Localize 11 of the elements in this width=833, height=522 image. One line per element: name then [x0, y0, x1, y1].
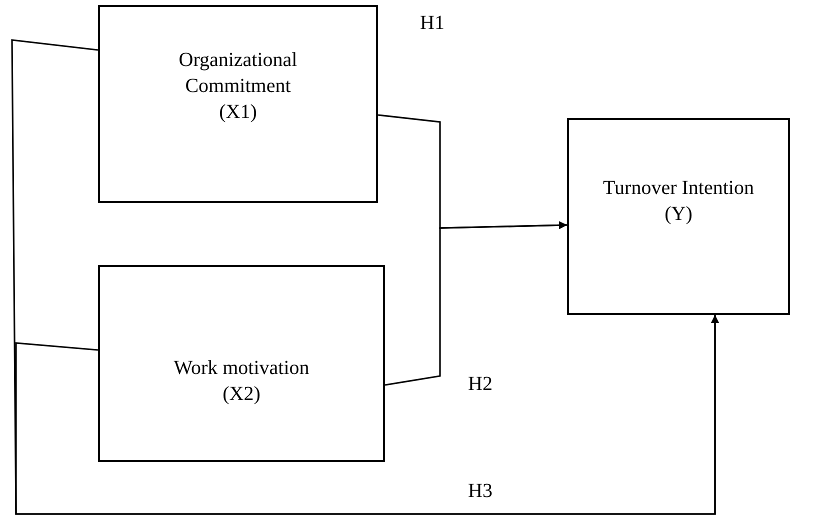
variable-box: [98, 5, 378, 203]
variable-name: Turnover Intention: [603, 176, 754, 201]
variable-name: Organizational Commitment: [178, 48, 298, 99]
variable-box: [567, 118, 790, 315]
variable-name: Work motivation: [174, 356, 310, 381]
variable-code: (X2): [222, 382, 260, 407]
connector-arrow: [15, 315, 719, 515]
connector-arrow: [384, 221, 568, 386]
variable-code: (Y): [664, 202, 692, 227]
variable-box: [98, 265, 385, 462]
variable-code: (X1): [219, 100, 257, 125]
